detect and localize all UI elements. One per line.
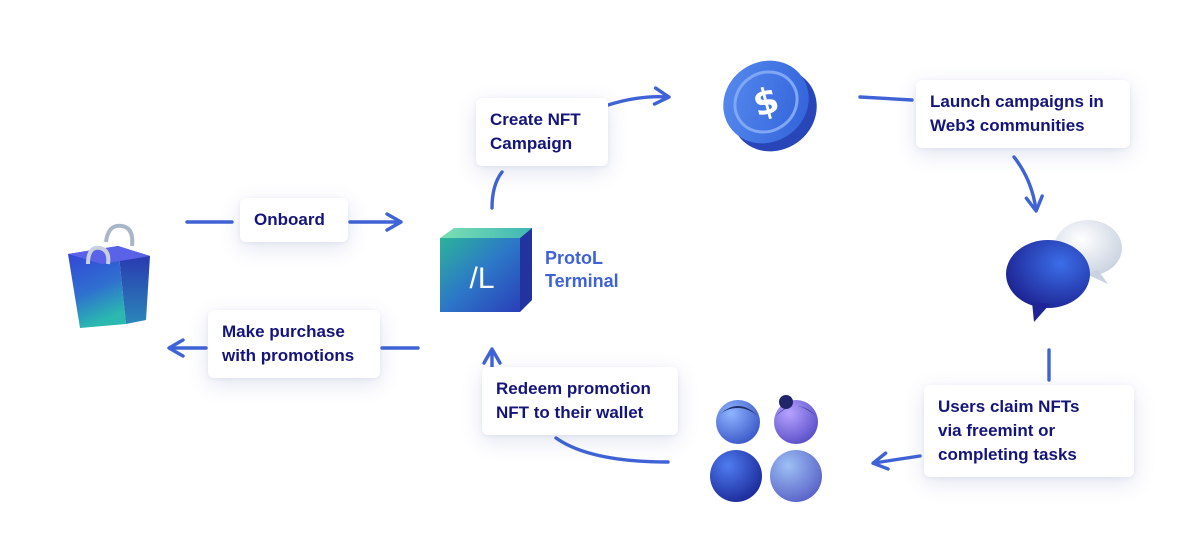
protol-cube-icon: /L	[440, 228, 532, 312]
step-redeem-promotion: Redeem promotion NFT to their wallet	[482, 367, 678, 435]
protol-terminal-label: ProtoL Terminal	[545, 248, 619, 291]
step-make-purchase: Make purchase with promotions	[208, 310, 380, 378]
arrow-claim-to-users	[871, 451, 922, 471]
connector-terminal-to-create	[490, 170, 504, 210]
arrow-launch-to-chat	[1012, 155, 1044, 213]
users-group-icon	[710, 395, 822, 502]
connector-users-to-redeem	[554, 436, 670, 464]
connector-coin-to-launch	[858, 95, 914, 102]
cube-logo-text: /L	[469, 262, 494, 295]
step-users-claim-nfts: Users claim NFTs via freemint or complet…	[924, 385, 1134, 477]
step-launch-campaigns: Launch campaigns in Web3 communities	[916, 80, 1130, 148]
step-onboard: Onboard	[240, 198, 348, 242]
shopping-bag-icon	[68, 223, 150, 328]
arrow-create-to-coin	[606, 86, 671, 107]
step-create-nft-campaign: Create NFT Campaign	[476, 98, 608, 166]
dollar-coin-icon: $	[723, 60, 817, 152]
chat-bubbles-icon	[1006, 220, 1122, 322]
